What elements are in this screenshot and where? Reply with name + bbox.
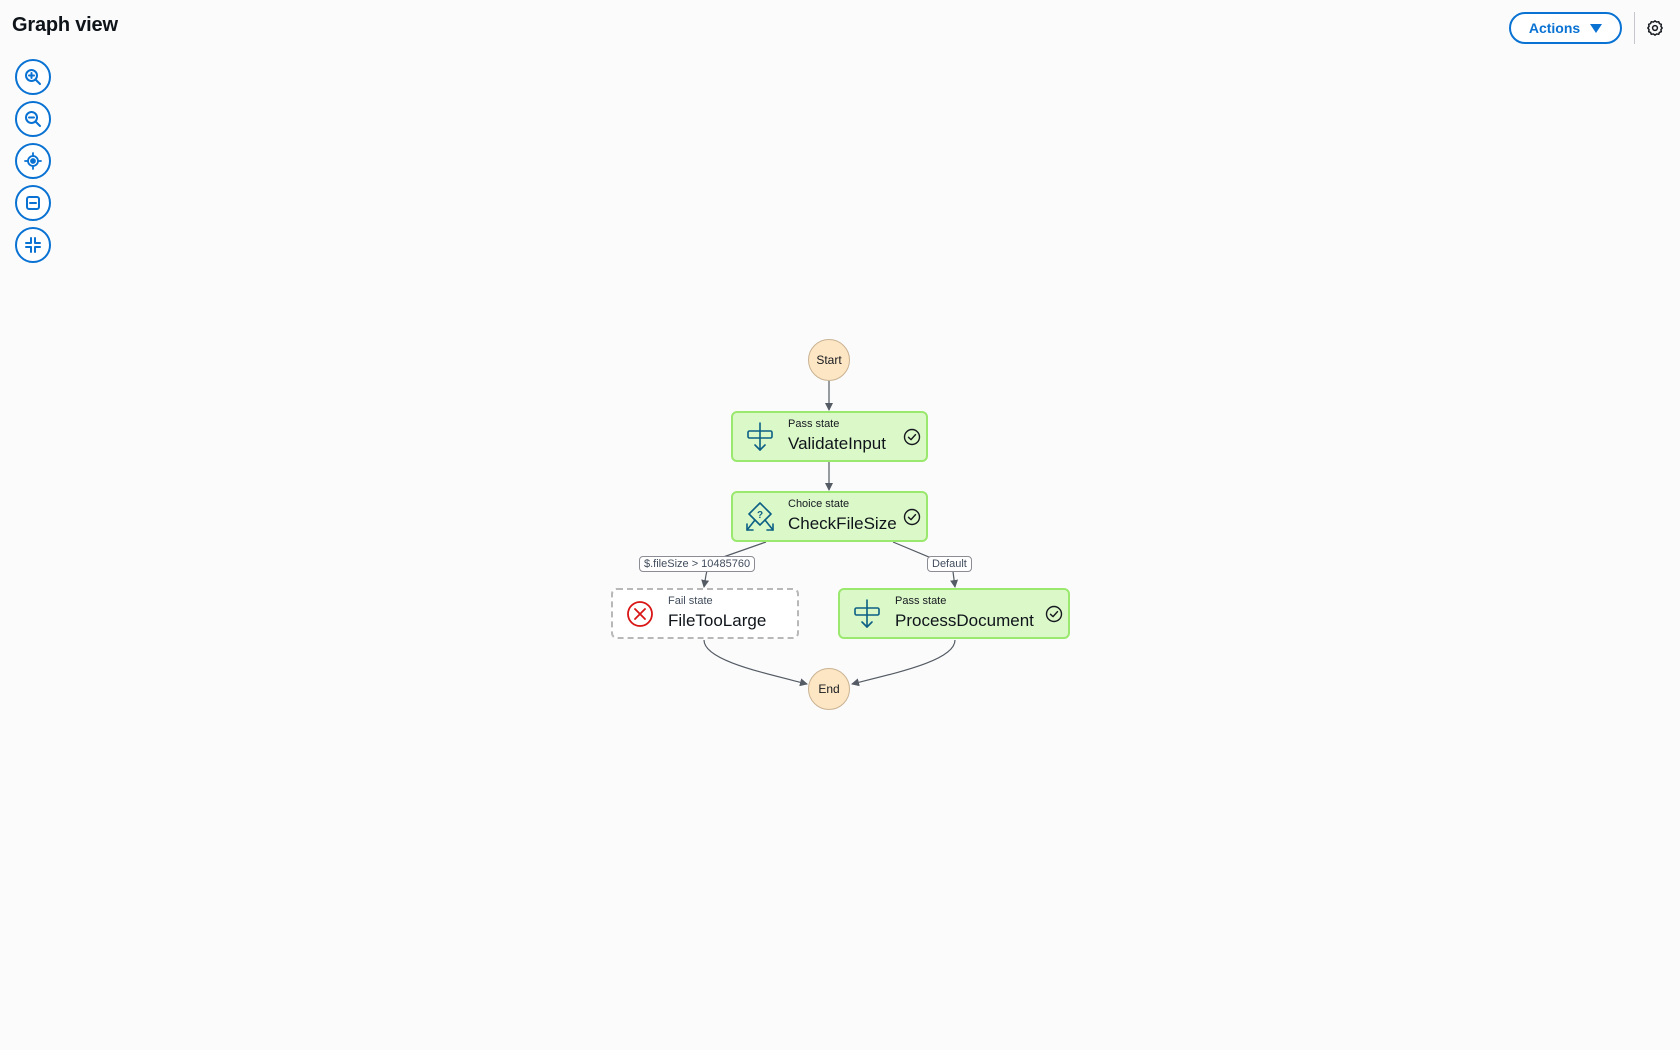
state-name-label: CheckFileSize	[788, 514, 897, 533]
check-circle-icon	[903, 508, 921, 526]
svg-text:?: ?	[757, 510, 763, 521]
collapse-icon	[25, 237, 41, 253]
caret-down-icon	[1590, 24, 1603, 33]
state-node-process-document[interactable]: Pass state ProcessDocument	[838, 588, 1070, 639]
state-type-label: Choice state	[788, 498, 850, 510]
state-node-validate-input[interactable]: Pass state ValidateInput	[731, 411, 928, 462]
fit-button[interactable]	[15, 185, 51, 221]
pass-state-icon	[849, 596, 885, 632]
end-node[interactable]: End	[808, 668, 850, 710]
check-circle-icon	[903, 428, 921, 446]
zoom-in-icon	[25, 69, 41, 85]
gear-icon	[1647, 20, 1663, 36]
locate-icon	[24, 152, 42, 170]
state-node-check-file-size[interactable]: ? Choice state CheckFileSize	[731, 491, 928, 542]
choice-state-icon: ?	[742, 499, 778, 535]
fit-to-screen-icon	[26, 196, 40, 210]
settings-button[interactable]	[1644, 17, 1666, 39]
edge-fail-end	[703, 639, 808, 687]
state-type-label: Pass state	[788, 418, 840, 430]
state-type-label: Fail state	[668, 595, 713, 607]
actions-button-label: Actions	[1528, 20, 1581, 36]
actions-dropdown-button[interactable]: Actions	[1509, 12, 1622, 44]
header-divider	[1634, 12, 1635, 44]
center-button[interactable]	[15, 143, 51, 179]
edge-label-condition: $.fileSize > 10485760	[639, 556, 756, 572]
pass-state-icon	[742, 419, 778, 455]
state-node-file-too-large[interactable]: Fail state FileTooLarge	[611, 588, 799, 639]
state-name-label: ProcessDocument	[895, 611, 1034, 630]
edge-label-default: Default	[927, 556, 972, 572]
zoom-out-button[interactable]	[15, 101, 51, 137]
collapse-button[interactable]	[15, 227, 51, 263]
state-name-label: FileTooLarge	[668, 611, 767, 630]
page-title: Graph view	[12, 14, 118, 36]
edge-process-end	[851, 639, 956, 687]
zoom-controls	[15, 59, 51, 263]
zoom-in-button[interactable]	[15, 59, 51, 95]
start-node[interactable]: Start	[808, 339, 850, 381]
state-type-label: Pass state	[895, 595, 947, 607]
check-circle-icon	[1045, 605, 1063, 623]
zoom-out-icon	[25, 111, 41, 127]
state-name-label: ValidateInput	[788, 434, 886, 453]
error-circle-icon	[622, 596, 658, 632]
